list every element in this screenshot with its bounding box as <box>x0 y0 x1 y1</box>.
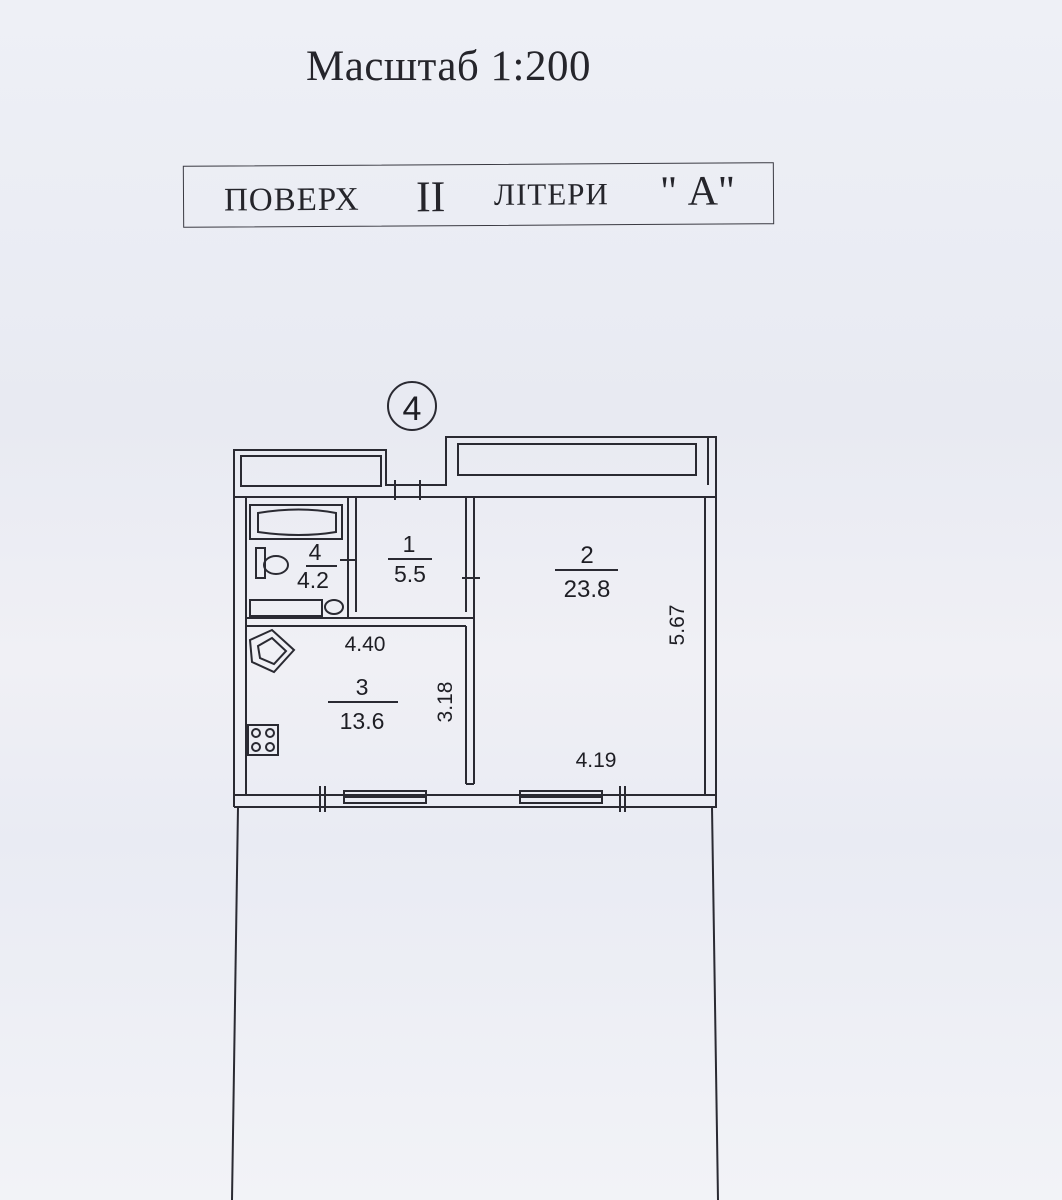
scale-label: Масштаб 1:200 <box>306 43 591 90</box>
dimension-kitchen-width: 4.40 <box>345 633 386 656</box>
room-3-number: 3 <box>356 674 369 700</box>
room-3-area: 13.6 <box>340 708 385 734</box>
windows <box>319 480 626 812</box>
dimension-kitchen-depth: 3.18 <box>434 682 457 723</box>
room-1-number: 1 <box>403 531 416 557</box>
bathtub-icon <box>249 504 343 540</box>
room-1-area: 5.5 <box>394 561 426 587</box>
room-4-area: 4.2 <box>297 567 329 593</box>
room-4-number: 4 <box>309 539 322 565</box>
stove-icon <box>247 724 279 756</box>
toilet-icon <box>255 547 289 579</box>
apartment-number-circle <box>387 381 437 431</box>
kitchen-sink-icon <box>248 628 296 674</box>
room-2-number: 2 <box>580 542 593 569</box>
dimension-room-length: 5.67 <box>666 605 689 646</box>
room-2-area: 23.8 <box>564 576 611 603</box>
dimension-room-width: 4.19 <box>576 749 617 772</box>
apartment-number: 4 <box>403 390 422 428</box>
sink-icon <box>249 599 344 617</box>
plot-outline <box>231 806 719 1200</box>
outer-walls <box>233 436 717 808</box>
